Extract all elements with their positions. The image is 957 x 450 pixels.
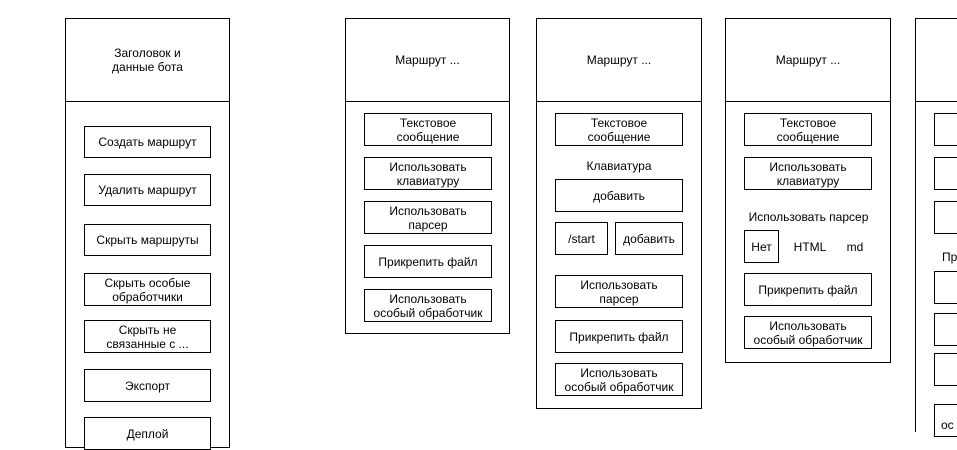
use-keyboard-button[interactable]: Использовать клавиатуру [364, 157, 492, 190]
partial-button[interactable] [934, 313, 957, 346]
hide-unlinked-button[interactable]: Скрыть не связанные с ... [84, 320, 211, 353]
keyboard-row-add-button[interactable]: добавить [615, 222, 683, 255]
route-header: Маршрут ... [537, 19, 701, 102]
route-panel-partial: Пр ос [915, 18, 957, 437]
attach-file-button[interactable]: Прикрепить файл [744, 273, 872, 306]
route-header [916, 19, 957, 102]
route-panel-parser: Маршрут ... Текстовое сообщение Использо… [725, 18, 891, 363]
parser-option-html[interactable]: HTML [793, 240, 827, 254]
hide-routes-button[interactable]: Скрыть маршруты [84, 224, 211, 256]
text-message-button[interactable]: Текстовое сообщение [364, 113, 492, 146]
use-special-handler-button[interactable]: Использовать особый обработчик [555, 363, 683, 396]
partial-button[interactable] [934, 201, 957, 234]
partial-button[interactable] [934, 353, 957, 386]
hide-special-handlers-button[interactable]: Скрыть особые обработчики [84, 273, 211, 306]
attach-file-button[interactable]: Прикрепить файл [364, 245, 492, 278]
keyboard-start-button[interactable]: /start [555, 222, 608, 255]
attach-file-button[interactable]: Прикрепить файл [555, 320, 683, 353]
route-header: Маршрут ... [726, 19, 890, 102]
keyboard-add-button[interactable]: добавить [555, 179, 683, 212]
use-keyboard-button[interactable]: Использовать клавиатуру [744, 157, 872, 190]
route-panel-basic: Маршрут ... Текстовое сообщение Использо… [345, 18, 510, 334]
partial-button[interactable] [934, 113, 957, 146]
parser-label: Использовать парсер [748, 210, 869, 224]
text-message-button[interactable]: Текстовое сообщение [744, 113, 872, 146]
partial-button[interactable] [934, 157, 957, 190]
parser-option-md[interactable]: md [846, 240, 864, 254]
use-special-handler-button[interactable]: Использовать особый обработчик [744, 316, 872, 349]
export-button[interactable]: Экспорт [84, 369, 211, 402]
keyboard-label: Клавиатура [586, 159, 652, 173]
partial-button[interactable] [934, 271, 957, 304]
partial-label: Пр [942, 250, 957, 264]
route-header: Маршрут ... [346, 19, 509, 102]
deploy-button[interactable]: Деплой [84, 417, 211, 450]
partial-bottom-label: ос [941, 418, 954, 432]
delete-route-button[interactable]: Удалить маршрут [84, 174, 211, 206]
use-special-handler-button[interactable]: Использовать особый обработчик [364, 289, 492, 322]
partial-button[interactable]: ос [934, 404, 957, 437]
route-panel-keyboard: Маршрут ... Текстовое сообщение Клавиату… [536, 18, 702, 409]
bot-panel: Заголовок и данные бота Создать маршрут … [65, 18, 230, 450]
text-message-button[interactable]: Текстовое сообщение [555, 113, 683, 146]
use-parser-button[interactable]: Использовать парсер [555, 275, 683, 308]
use-parser-button[interactable]: Использовать парсер [364, 201, 492, 234]
parser-option-none[interactable]: Нет [744, 230, 779, 263]
bot-header: Заголовок и данные бота [66, 19, 229, 102]
create-route-button[interactable]: Создать маршрут [84, 126, 211, 158]
